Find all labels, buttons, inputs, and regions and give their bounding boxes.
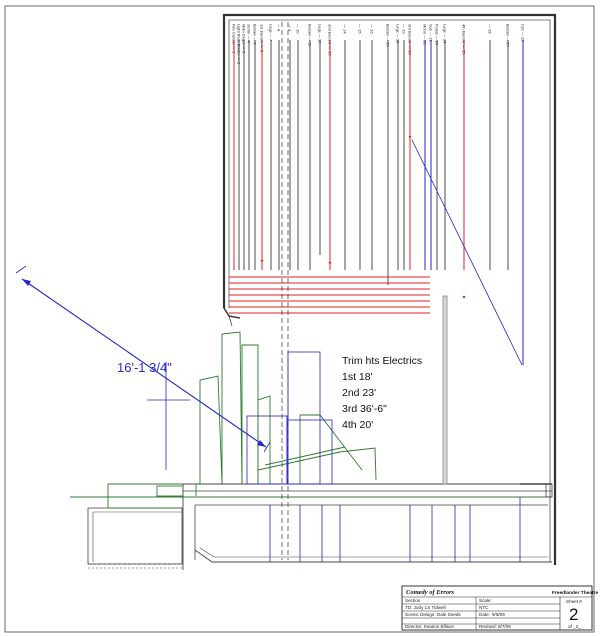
scenic-credit: Scenic Design: Dale Seeds	[405, 612, 461, 617]
electric-marker	[462, 296, 466, 299]
revised-label: Revised:	[479, 624, 497, 629]
trim-note-line: 4th 20'	[342, 419, 373, 431]
lineset-label: Portal — 23	[435, 24, 440, 46]
lineset-label: — 15	[358, 24, 363, 34]
lineset-label: — 8	[277, 24, 282, 32]
lineset-label: — 26	[488, 24, 493, 34]
title-block: Comedy of Errors Freedlander Theatre Sec…	[401, 585, 598, 631]
lineset-label: — 16	[370, 24, 375, 34]
trim-lines	[229, 276, 430, 314]
section-label: Section	[405, 598, 421, 603]
trim-note-line: 3rd 36'-6"	[342, 403, 387, 415]
lineset-label: 1st Electric — 6	[260, 24, 265, 53]
lineset-label: Legs — 12	[318, 24, 323, 44]
lineset-label: Border — 17	[386, 24, 391, 47]
trim-note-line: 2nd 23'	[342, 387, 376, 399]
lineset-label: — 14	[343, 24, 348, 34]
lighting-positions	[147, 139, 523, 562]
lineset-label: Legs — 24	[443, 24, 448, 44]
lineset-label: Legs — 18	[396, 24, 401, 44]
lineset-label: 4th Electric — 25	[462, 24, 467, 55]
td-credit: TD: Jody LS Tidwell	[405, 605, 446, 610]
stage-house	[222, 13, 557, 565]
lineset-label: — 9	[288, 24, 293, 32]
date-label: Date:	[479, 612, 490, 617]
scenery	[107, 331, 377, 509]
lineset-label: Main Drape — 3	[242, 24, 247, 54]
lineset-label: Border — 27	[506, 24, 511, 47]
date-value: 9/6/09	[492, 612, 505, 617]
lineset-label: Cyc — 28	[521, 24, 526, 42]
director-credit: Director: Season Ellison	[405, 624, 454, 629]
scale-value: NTC	[479, 605, 489, 610]
trim-note: Trim hts Electrics 1st 18' 2nd 23' 3rd 3…	[342, 355, 422, 431]
dimension-line	[15, 265, 271, 453]
sheet-of: of _2_	[568, 624, 581, 629]
lineset-label: Light Rolls Border — 2	[237, 24, 242, 65]
trim-note-line: 1st 18'	[342, 371, 373, 383]
sheet-border	[4, 5, 595, 633]
electric-marker	[260, 260, 264, 263]
sheet-number: 2	[569, 605, 578, 624]
lineset-label: 3rd Electric — 20	[408, 24, 413, 55]
lineset-label: Legs — 7	[269, 24, 274, 42]
lineset-label: — 19	[402, 24, 407, 34]
lineset-label: Scrim — 4	[247, 24, 252, 43]
lineset-label: Border — 11	[308, 24, 313, 47]
trim-note-title: Trim hts Electrics	[342, 355, 422, 367]
lineset-label: — 10	[296, 24, 301, 34]
lineset-pipes	[233, 40, 524, 365]
revised-value: 9/7/09	[498, 624, 511, 629]
theatre-name: Freedlander Theatre	[552, 590, 598, 596]
lineset-label: Moon — 21	[423, 24, 428, 45]
scale-label: Scale:	[479, 598, 492, 603]
show-title: Comedy of Errors	[406, 589, 455, 596]
electric-marker	[408, 136, 412, 139]
lineset-label: 2nd Electric — 13	[328, 24, 333, 56]
electric-marker	[328, 262, 332, 265]
lineset-label: Sun — 22	[429, 24, 434, 43]
stage-deck	[70, 483, 553, 570]
dimension-label: 16'-1 3/4"	[117, 360, 172, 375]
lineset-label: Border — 5	[253, 24, 258, 45]
sheet-label: Sheet #	[566, 599, 582, 604]
lineset-label: Fire Curtain — 1	[232, 24, 237, 54]
flown-piece	[442, 295, 448, 485]
